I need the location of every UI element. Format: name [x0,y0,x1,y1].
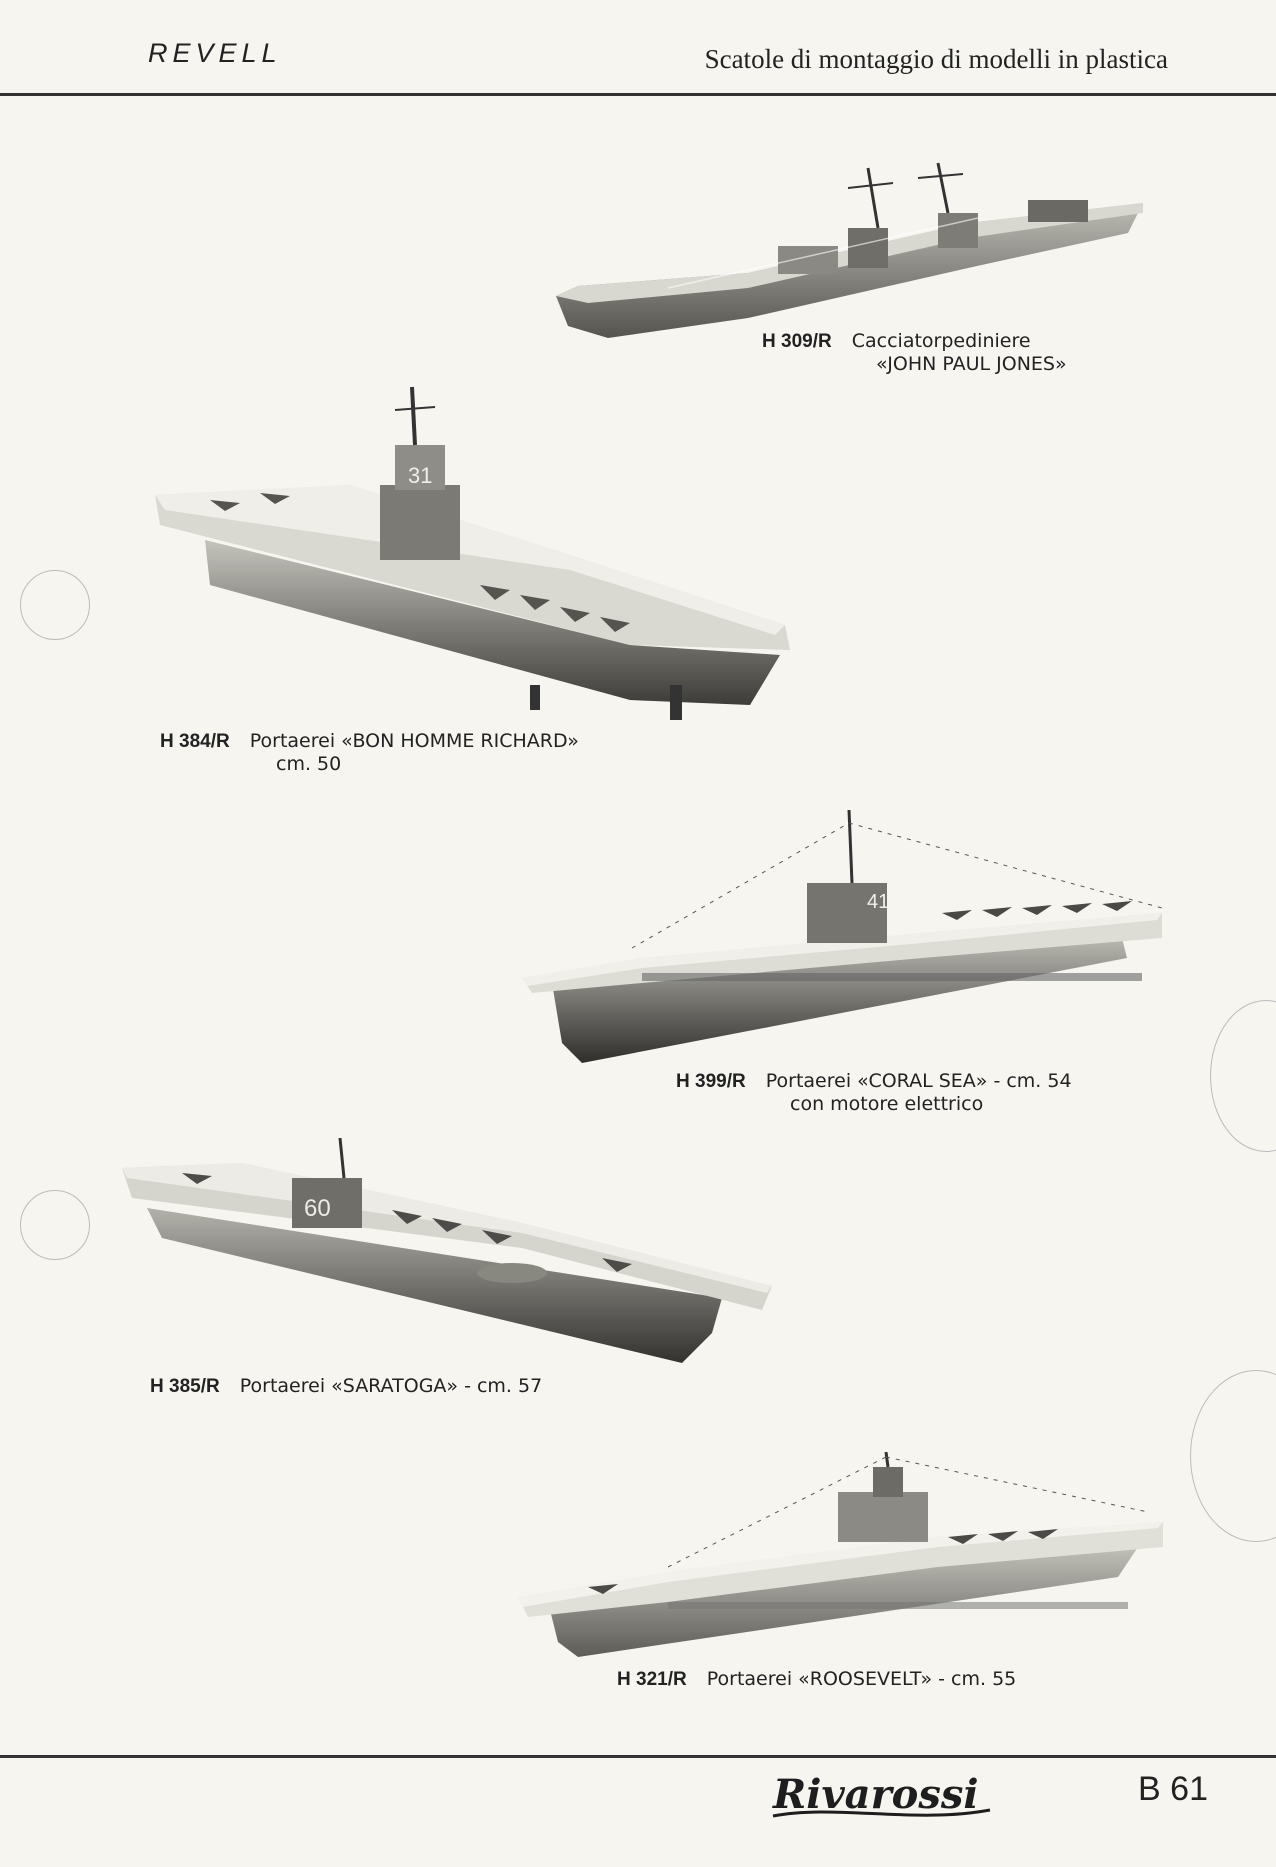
item-code: H 384/R [160,731,230,752]
punch-hole-right-bottom [1190,1370,1276,1542]
caption-h399: H 399/R Portaerei «CORAL SEA» - cm. 54 c… [676,1070,1072,1116]
caption-h309: H 309/R Cacciatorpediniere «JOHN PAUL JO… [762,330,1067,376]
caption-h321: H 321/R Portaerei «ROOSEVELT» - cm. 55 [617,1668,1016,1691]
brand-name: REVELL [148,38,282,68]
hull-number-60: 60 [304,1195,331,1222]
header-divider [0,93,1276,96]
item-code: H 399/R [676,1071,746,1092]
item-description: Portaerei «CORAL SEA» - cm. 54 [765,1070,1072,1092]
carrier-roosevelt-photo [518,1452,1163,1657]
item-description: Portaerei «ROOSEVELT» - cm. 55 [706,1668,1017,1690]
item-code: H 321/R [617,1669,687,1690]
carrier-saratoga-photo: 60 [122,1138,772,1363]
punch-hole-left-top [20,570,90,640]
item-code: H 309/R [762,331,832,352]
item-code: H 385/R [150,1376,220,1397]
punch-hole-left-bottom [20,1190,90,1260]
rivarossi-logo: Rivarossi [772,1771,991,1818]
page-number: B 61 [1138,1770,1208,1808]
item-description: Cacciatorpediniere [851,330,1031,352]
punch-hole-right-top [1210,1000,1276,1152]
carrier-coral-sea-photo: 41 [522,809,1163,1063]
item-subline: cm. 50 [276,753,342,775]
carrier-bon-homme-richard-photo: 31 [155,386,790,720]
page-title: Scatole di montaggio di modelli in plast… [704,44,1168,74]
item-description: Portaerei «SARATOGA» - cm. 57 [239,1375,543,1397]
item-subline: con motore elettrico [790,1093,984,1115]
destroyer-model-photo [556,162,1143,338]
caption-h384: H 384/R Portaerei «BON HOMME RICHARD» cm… [160,730,579,776]
hull-number-31: 31 [408,463,432,488]
item-subline: «JOHN PAUL JONES» [876,353,1067,375]
footer-divider [0,1755,1276,1758]
svg-text:Rivarossi: Rivarossi [772,1771,979,1818]
item-description: Portaerei «BON HOMME RICHARD» [249,730,579,752]
hull-number-41: 41 [867,891,889,913]
caption-h385: H 385/R Portaerei «SARATOGA» - cm. 57 [150,1375,542,1398]
